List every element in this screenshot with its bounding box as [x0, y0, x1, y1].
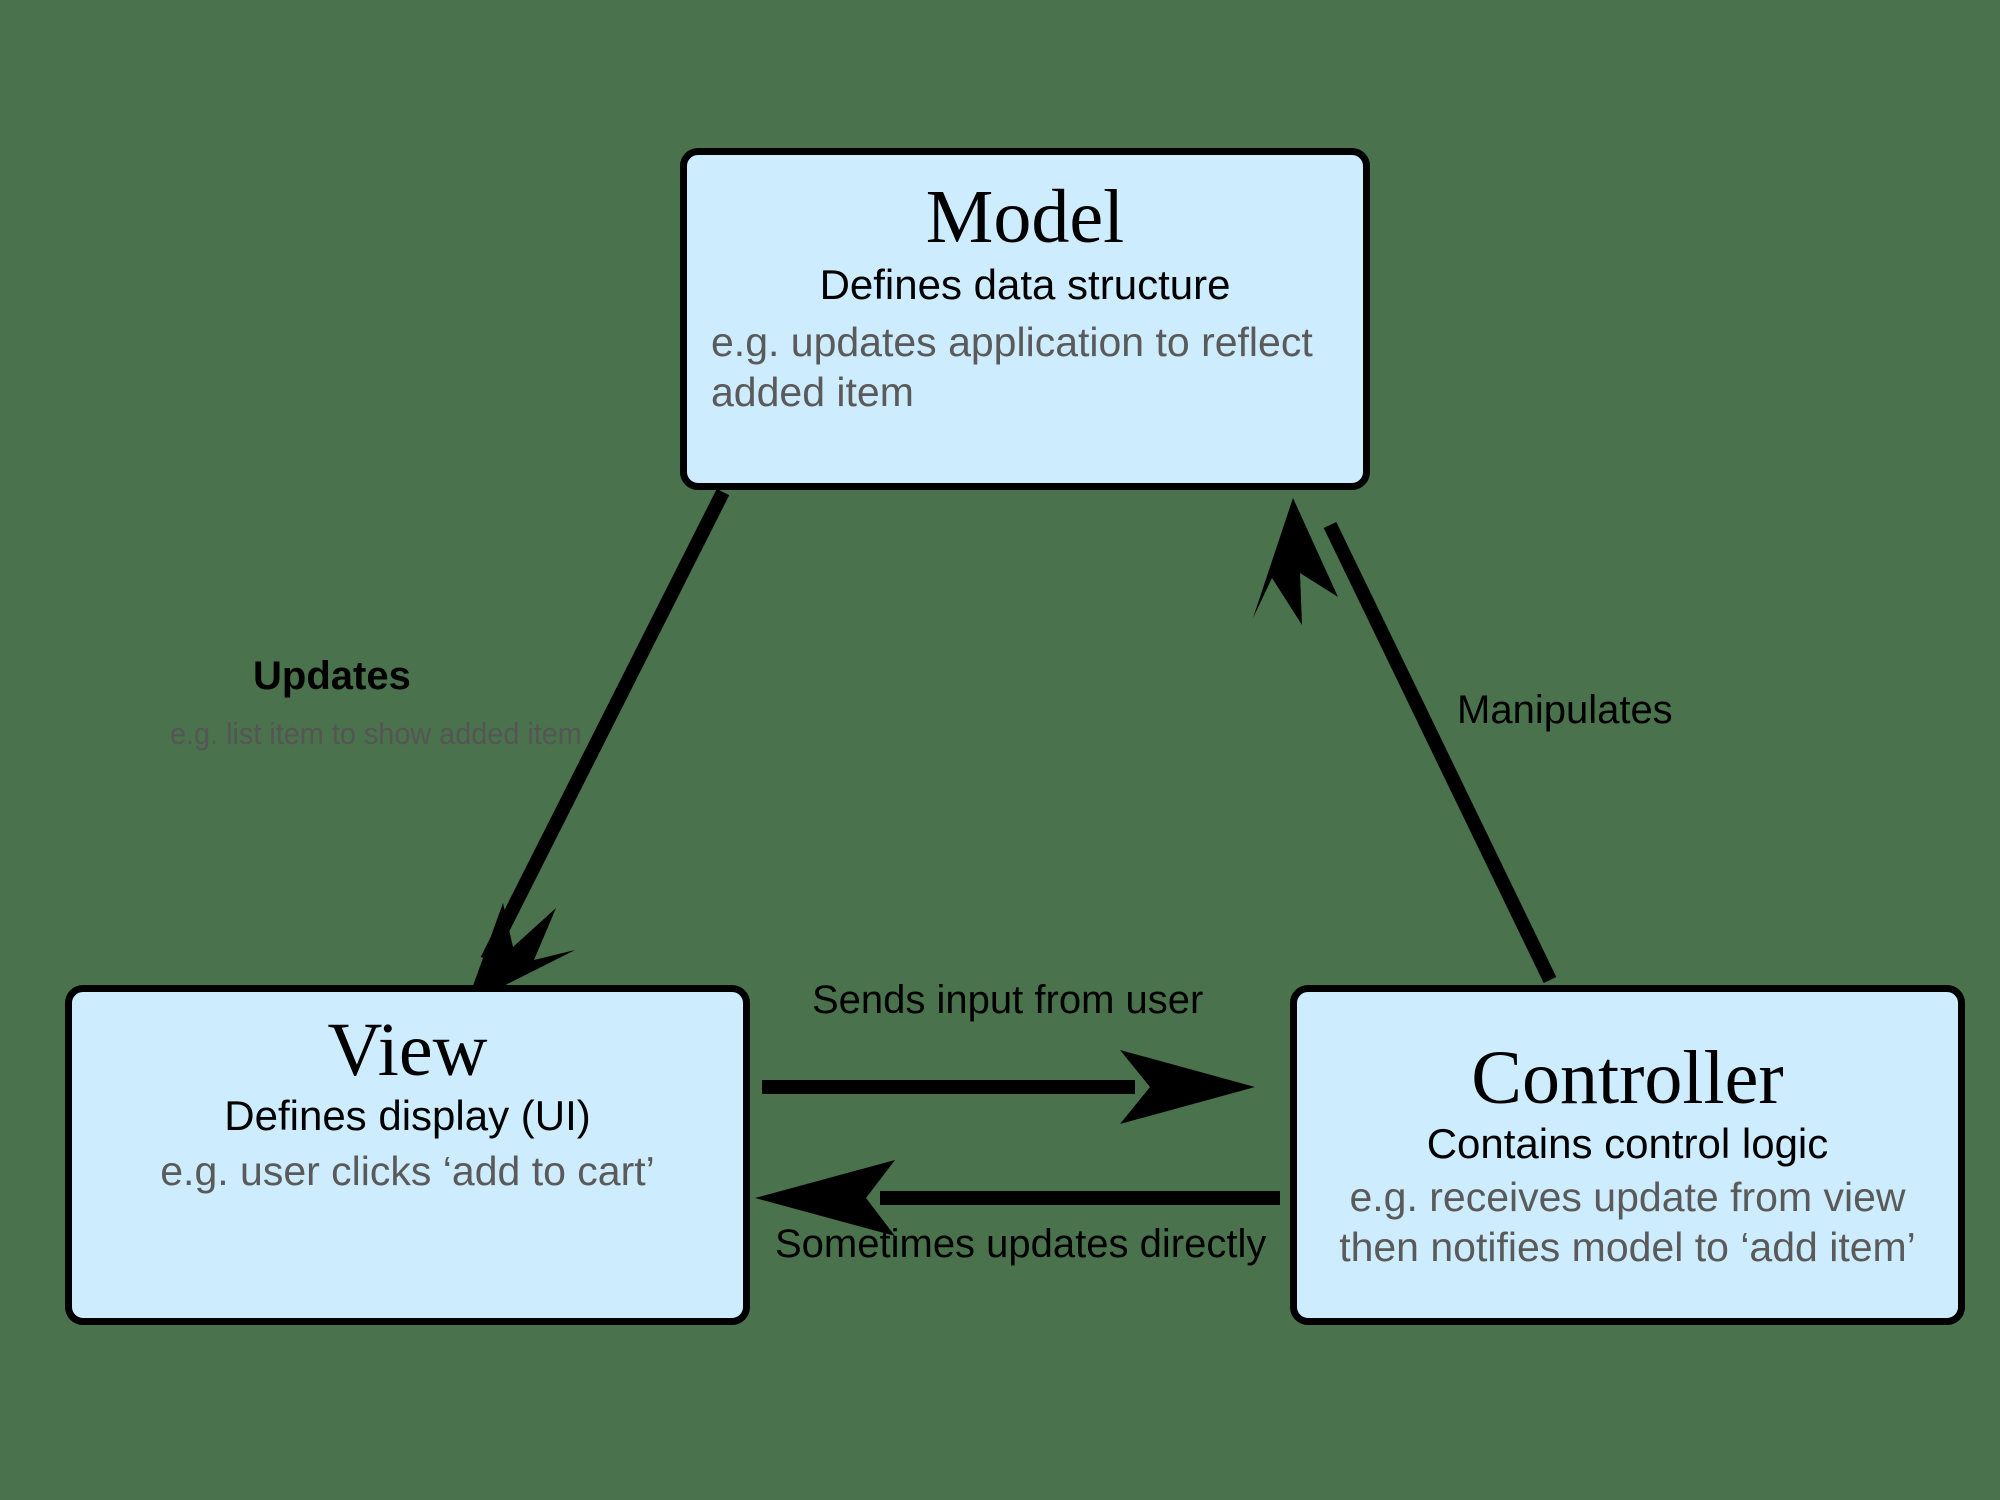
arrow-controller-to-model — [1253, 498, 1557, 984]
node-controller[interactable]: Controller Contains control logic e.g. r… — [1290, 985, 1965, 1325]
node-view-subtitle: Defines display (UI) — [224, 1092, 591, 1139]
arrow-view-to-controller — [762, 1050, 1255, 1124]
node-model-title: Model — [925, 175, 1125, 259]
node-view[interactable]: View Defines display (UI) e.g. user clic… — [65, 985, 750, 1325]
node-model-example: e.g. updates application to reflect adde… — [711, 319, 1313, 416]
edge-label-manipulates: Manipulates — [1457, 688, 1673, 732]
node-controller-subtitle: Contains control logic — [1426, 1120, 1829, 1167]
arrow-controller-to-view — [755, 1160, 1280, 1236]
edge-label-updates-example: e.g. list item to show added item — [170, 716, 582, 751]
node-view-example: e.g. user clicks ‘add to cart’ — [160, 1148, 655, 1195]
node-view-title: View — [327, 1008, 488, 1092]
arrow-model-to-view — [466, 488, 730, 1005]
edge-label-sends-input-from-user: Sends input from user — [812, 978, 1204, 1022]
edge-label-sometimes-updates-directly: Sometimes updates directly — [775, 1222, 1267, 1266]
node-controller-example: e.g. receives update from view then noti… — [1339, 1174, 1916, 1271]
node-controller-title: Controller — [1471, 1036, 1784, 1120]
node-model[interactable]: Model Defines data structure e.g. update… — [680, 148, 1370, 490]
node-model-subtitle: Defines data structure — [819, 261, 1231, 308]
edge-label-updates: Updates — [253, 654, 411, 698]
